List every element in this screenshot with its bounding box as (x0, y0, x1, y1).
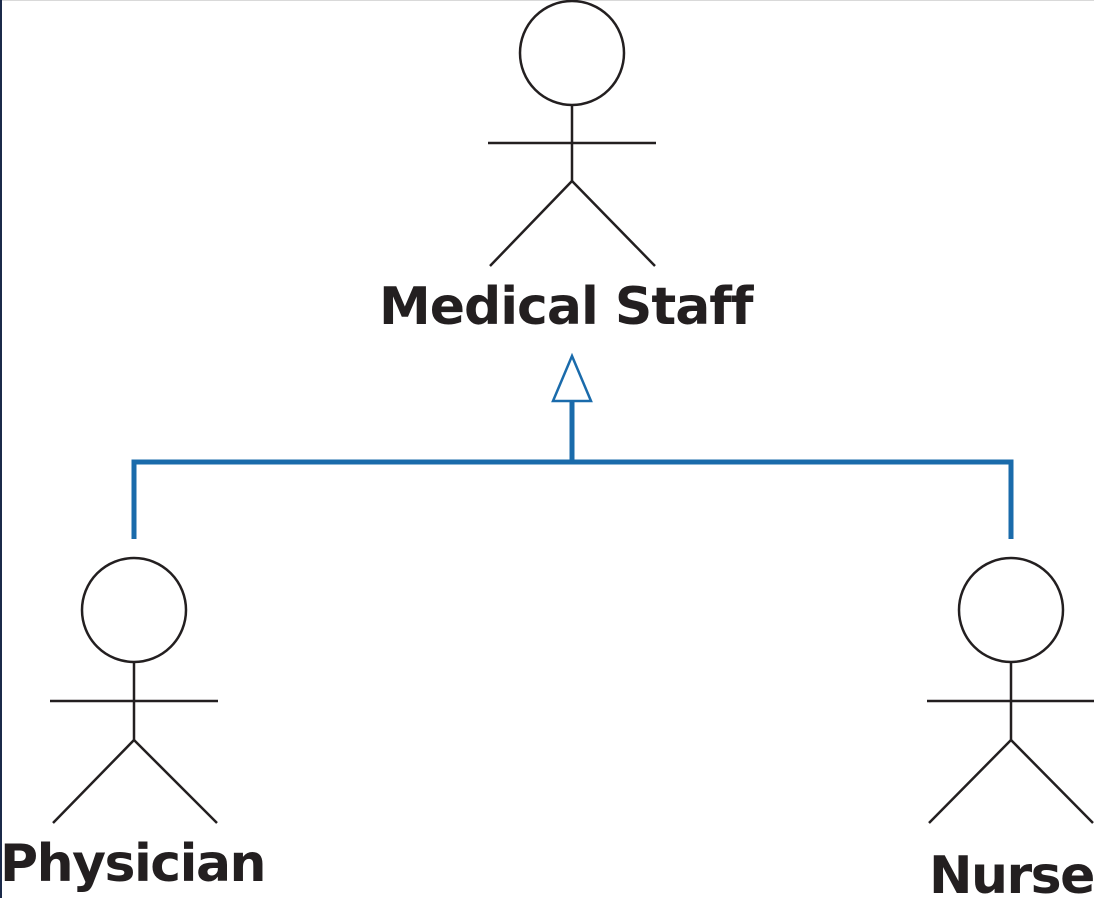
actor-right-leg (571, 180, 656, 267)
actor-head (80, 556, 188, 664)
actor-head (518, 0, 626, 107)
actor-medical-staff (488, 0, 656, 267)
top-border (0, 0, 1094, 1)
actor-left-leg (928, 739, 1012, 824)
left-border (0, 0, 2, 898)
connector-right-branch (572, 459, 1014, 539)
actor-label-physician: Physician (0, 834, 267, 894)
actor-label-medical-staff: Medical Staff (379, 277, 754, 337)
actor-physician (50, 556, 218, 824)
actor-left-leg (52, 739, 135, 824)
generalization-arrowhead (551, 352, 593, 403)
generalization-connector (131, 352, 1014, 539)
actor-head (957, 556, 1065, 664)
actor-right-leg (1010, 739, 1094, 824)
actor-right-leg (133, 739, 218, 824)
actor-label-nurse: Nurse (929, 846, 1094, 898)
connector-left-branch (131, 459, 572, 539)
actor-left-leg (489, 180, 573, 267)
actor-nurse (927, 556, 1094, 824)
